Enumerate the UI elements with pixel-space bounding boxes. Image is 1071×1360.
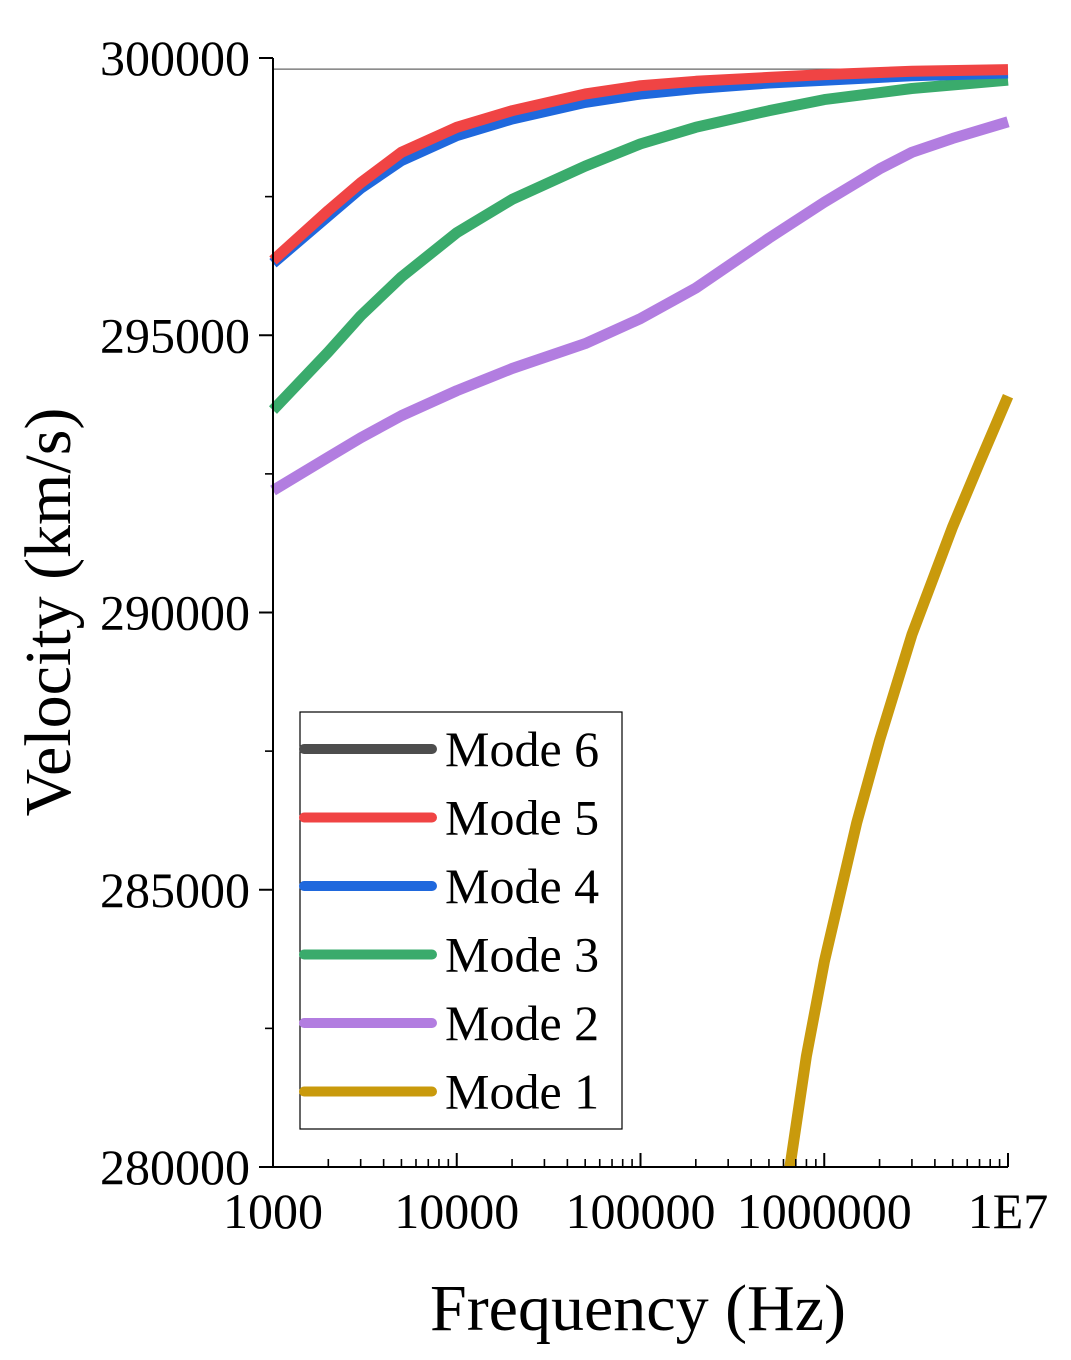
legend-label: Mode 5 <box>445 790 599 846</box>
legend-label: Mode 2 <box>445 995 599 1051</box>
y-tick-label: 300000 <box>100 30 250 86</box>
legend-label: Mode 3 <box>445 927 599 983</box>
x-tick-label: 10000 <box>394 1183 519 1239</box>
y-tick-label: 295000 <box>100 307 250 363</box>
y-tick-label: 285000 <box>100 862 250 918</box>
legend-label: Mode 6 <box>445 721 599 777</box>
legend-frame <box>299 711 623 1130</box>
x-tick-label: 1E7 <box>968 1183 1049 1239</box>
legend-label: Mode 4 <box>445 858 599 914</box>
series-line-mode-1 <box>784 394 1014 1168</box>
series-layer <box>269 64 1014 1168</box>
legend: Mode 6 Mode 5 Mode 4 Mode 3 Mode 2 Mode 1 <box>299 711 623 1130</box>
x-tick-label: 1000 <box>223 1183 323 1239</box>
x-tick-label: 1000000 <box>737 1183 912 1239</box>
series-line-mode-2 <box>270 116 1010 496</box>
legend-label: Mode 1 <box>445 1064 599 1120</box>
x-ticks: 1000 10000 100000 1000000 1E7 <box>223 1153 1048 1239</box>
y-ticks: 280000 285000 290000 295000 300000 <box>100 30 273 1195</box>
y-axis-title: Velocity (km/s) <box>12 408 85 817</box>
x-tick-label: 100000 <box>566 1183 716 1239</box>
y-tick-label: 290000 <box>100 585 250 641</box>
y-tick-label: 280000 <box>100 1139 250 1195</box>
series-line-mode-5 <box>269 64 1009 265</box>
x-axis-title: Frequency (Hz) <box>430 1272 846 1345</box>
series-line-mode-3 <box>269 74 1009 414</box>
